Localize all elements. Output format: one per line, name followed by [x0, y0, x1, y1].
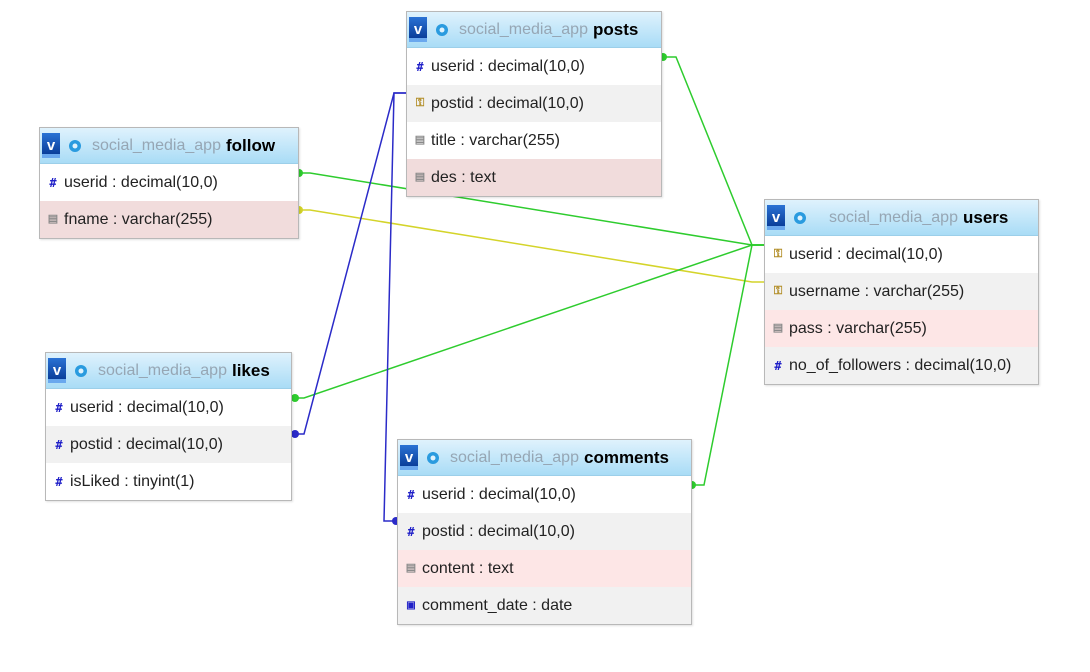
hash-icon: #	[55, 437, 63, 452]
column-label: userid : decimal(10,0)	[422, 485, 576, 503]
text-icon: ▤	[414, 171, 426, 183]
hash-icon: #	[407, 487, 415, 502]
text-icon: ▤	[47, 213, 59, 225]
hash-icon: #	[55, 400, 63, 415]
column-label: pass : varchar(255)	[789, 319, 927, 337]
column-label: no_of_followers : decimal(10,0)	[789, 356, 1012, 374]
database-name: social_media_app	[98, 361, 227, 379]
relation-posts-userid-to-users	[666, 56, 764, 246]
relation-end-dot	[291, 394, 299, 402]
table-header[interactable]: v social_media_app posts	[407, 12, 661, 48]
column-row[interactable]: ▤ fname : varchar(255)	[40, 201, 298, 238]
column-label: userid : decimal(10,0)	[431, 57, 585, 75]
hash-icon: #	[55, 474, 63, 489]
gear-icon[interactable]	[433, 21, 451, 39]
table-posts[interactable]: v social_media_app posts # userid : decim…	[406, 11, 662, 197]
column-row[interactable]: ▤ des : text	[407, 159, 661, 196]
column-label: des : text	[431, 168, 496, 186]
column-label: isLiked : tinyint(1)	[70, 472, 195, 490]
database-name: social_media_app	[459, 20, 588, 38]
column-row[interactable]: # userid : decimal(10,0)	[40, 164, 298, 201]
table-name: follow	[225, 135, 276, 155]
table-header[interactable]: v social_media_app likes	[46, 353, 291, 389]
column-label: title : varchar(255)	[431, 131, 560, 149]
database-name: social_media_app	[829, 208, 958, 226]
hash-icon: #	[416, 59, 424, 74]
relation-likes-userid-to-users	[294, 244, 764, 399]
relation-follow-fname-to-users-username	[300, 209, 764, 283]
text-icon: ▤	[772, 322, 784, 334]
collapse-toggle-button[interactable]: v	[42, 133, 60, 158]
text-icon: ▤	[405, 562, 417, 574]
collapse-toggle-button[interactable]: v	[48, 358, 66, 383]
column-row[interactable]: # userid : decimal(10,0)	[407, 48, 661, 85]
column-row[interactable]: ▤ content : text	[398, 550, 691, 587]
column-row[interactable]: ⚿ postid : decimal(10,0)	[407, 85, 661, 122]
column-label: postid : decimal(10,0)	[70, 435, 223, 453]
key-icon: ⚿	[773, 285, 783, 297]
key-icon: ⚿	[415, 97, 425, 109]
table-header[interactable]: v social_media_app follow	[40, 128, 298, 164]
column-row[interactable]: # userid : decimal(10,0)	[398, 476, 691, 513]
calendar-icon: ▣	[406, 599, 416, 611]
column-label: content : text	[422, 559, 514, 577]
column-label: username : varchar(255)	[789, 282, 965, 300]
table-name: comments	[583, 447, 670, 467]
gear-icon[interactable]	[72, 362, 90, 380]
table-users[interactable]: v social_media_app users ⚿ userid : decim…	[764, 199, 1039, 385]
column-label: fname : varchar(255)	[64, 210, 213, 228]
column-row[interactable]: # postid : decimal(10,0)	[398, 513, 691, 550]
column-label: userid : decimal(10,0)	[70, 398, 224, 416]
relation-comments-userid-to-users	[694, 244, 764, 486]
table-header[interactable]: v social_media_app users	[765, 200, 1038, 236]
database-name: social_media_app	[92, 136, 221, 154]
column-row[interactable]: ⚿ username : varchar(255)	[765, 273, 1038, 310]
table-name: posts	[592, 19, 639, 39]
table-name: likes	[231, 360, 270, 380]
collapse-toggle-button[interactable]: v	[767, 205, 785, 230]
gear-icon[interactable]	[791, 209, 809, 227]
collapse-toggle-button[interactable]: v	[400, 445, 418, 470]
column-row[interactable]: ⚿ userid : decimal(10,0)	[765, 236, 1038, 273]
column-row[interactable]: # userid : decimal(10,0)	[46, 389, 291, 426]
table-name: users	[962, 207, 1009, 227]
column-label: userid : decimal(10,0)	[64, 173, 218, 191]
table-follow[interactable]: v social_media_app follow # userid : deci…	[39, 127, 299, 239]
table-comments[interactable]: v social_media_app comments # userid : de…	[397, 439, 692, 625]
column-row[interactable]: ▤ title : varchar(255)	[407, 122, 661, 159]
database-name: social_media_app	[450, 448, 579, 466]
table-likes[interactable]: v social_media_app likes # userid : decim…	[45, 352, 292, 501]
column-label: comment_date : date	[422, 596, 573, 614]
relation-end-dot	[291, 430, 299, 438]
key-icon: ⚿	[773, 248, 783, 260]
gear-icon[interactable]	[66, 137, 84, 155]
hash-icon: #	[49, 175, 57, 190]
collapse-toggle-button[interactable]: v	[409, 17, 427, 42]
column-row[interactable]: # no_of_followers : decimal(10,0)	[765, 347, 1038, 384]
table-header[interactable]: v social_media_app comments	[398, 440, 691, 476]
column-row[interactable]: ▣ comment_date : date	[398, 587, 691, 624]
column-label: postid : decimal(10,0)	[422, 522, 575, 540]
text-icon: ▤	[414, 134, 426, 146]
column-label: postid : decimal(10,0)	[431, 94, 584, 112]
column-row[interactable]: # isLiked : tinyint(1)	[46, 463, 291, 500]
column-row[interactable]: # postid : decimal(10,0)	[46, 426, 291, 463]
hash-icon: #	[774, 358, 782, 373]
relation-comments-postid-to-posts	[383, 92, 406, 522]
gear-icon[interactable]	[424, 449, 442, 467]
column-row[interactable]: ▤ pass : varchar(255)	[765, 310, 1038, 347]
column-label: userid : decimal(10,0)	[789, 245, 943, 263]
hash-icon: #	[407, 524, 415, 539]
